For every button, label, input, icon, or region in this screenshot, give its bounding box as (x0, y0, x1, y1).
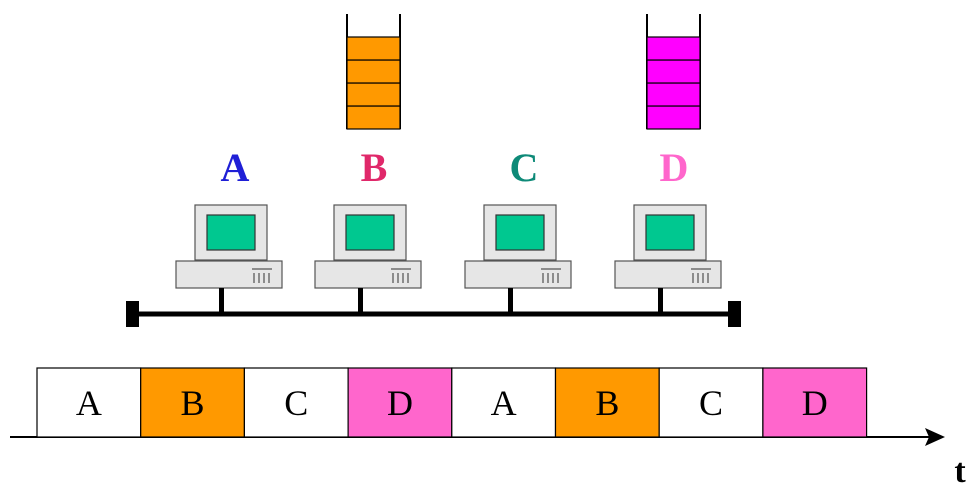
time-slot-box (762, 367, 868, 438)
system-unit (464, 260, 572, 289)
time-slot-label: A (76, 383, 102, 423)
system-unit (175, 260, 283, 289)
packet-queue (646, 14, 701, 130)
time-slot-box (451, 367, 557, 438)
time-slot-box (36, 367, 142, 438)
system-unit (614, 260, 722, 289)
time-slot-box (140, 367, 245, 438)
stations: A B C D (175, 14, 722, 312)
time-slot-label: D (802, 383, 828, 423)
time-slot-label: C (699, 383, 723, 423)
time-slot: C (243, 367, 349, 438)
system-unit (314, 260, 422, 289)
bus-connector (508, 288, 513, 312)
time-slot-box (243, 367, 349, 438)
time-slot: B (140, 367, 245, 438)
station-b: B (314, 14, 422, 312)
station-label: D (660, 145, 689, 190)
screen (495, 214, 545, 251)
bus-terminator-left (126, 301, 139, 327)
computer-icon (175, 204, 283, 289)
station-d: D (614, 14, 722, 312)
bus-connector (219, 288, 224, 312)
screen (645, 214, 695, 251)
time-slot-label: D (387, 383, 413, 423)
queued-packet (646, 105, 701, 130)
time-slot: A (36, 367, 142, 438)
station-label: A (221, 145, 250, 190)
time-slot-box (554, 367, 660, 438)
queued-packet (646, 82, 701, 107)
station-a: A (175, 145, 283, 312)
queued-packet (346, 82, 401, 107)
bus-terminator-right (728, 301, 741, 327)
queued-packet (646, 36, 701, 61)
computer-icon (314, 204, 422, 289)
network-bus (126, 301, 741, 327)
station-label: B (361, 145, 388, 190)
station-label: C (510, 145, 539, 190)
screen (206, 214, 256, 251)
time-slot-box (658, 367, 764, 438)
time-slot-label: B (181, 383, 205, 423)
computer-icon (464, 204, 572, 289)
timeline: t A B C D A B C D (10, 367, 966, 489)
packet-queue (346, 14, 401, 130)
time-slot: B (554, 367, 660, 438)
computer-icon (614, 204, 722, 289)
time-slot: D (347, 367, 453, 438)
queued-packet (346, 36, 401, 61)
time-slot-label: C (284, 383, 308, 423)
time-axis-label: t (954, 453, 966, 489)
queued-packet (346, 105, 401, 130)
time-slot: A (451, 367, 557, 438)
screen (345, 214, 395, 251)
station-c: C (464, 145, 572, 312)
queued-packet (346, 59, 401, 84)
bus-connector (658, 288, 663, 312)
time-slot: D (762, 367, 868, 438)
queued-packet (646, 59, 701, 84)
time-slot-label: B (595, 383, 619, 423)
time-slot: C (658, 367, 764, 438)
time-slot-label: A (491, 383, 517, 423)
time-slot-box (347, 367, 453, 438)
time-axis-arrowhead (925, 428, 945, 446)
bus-connector (358, 288, 363, 312)
